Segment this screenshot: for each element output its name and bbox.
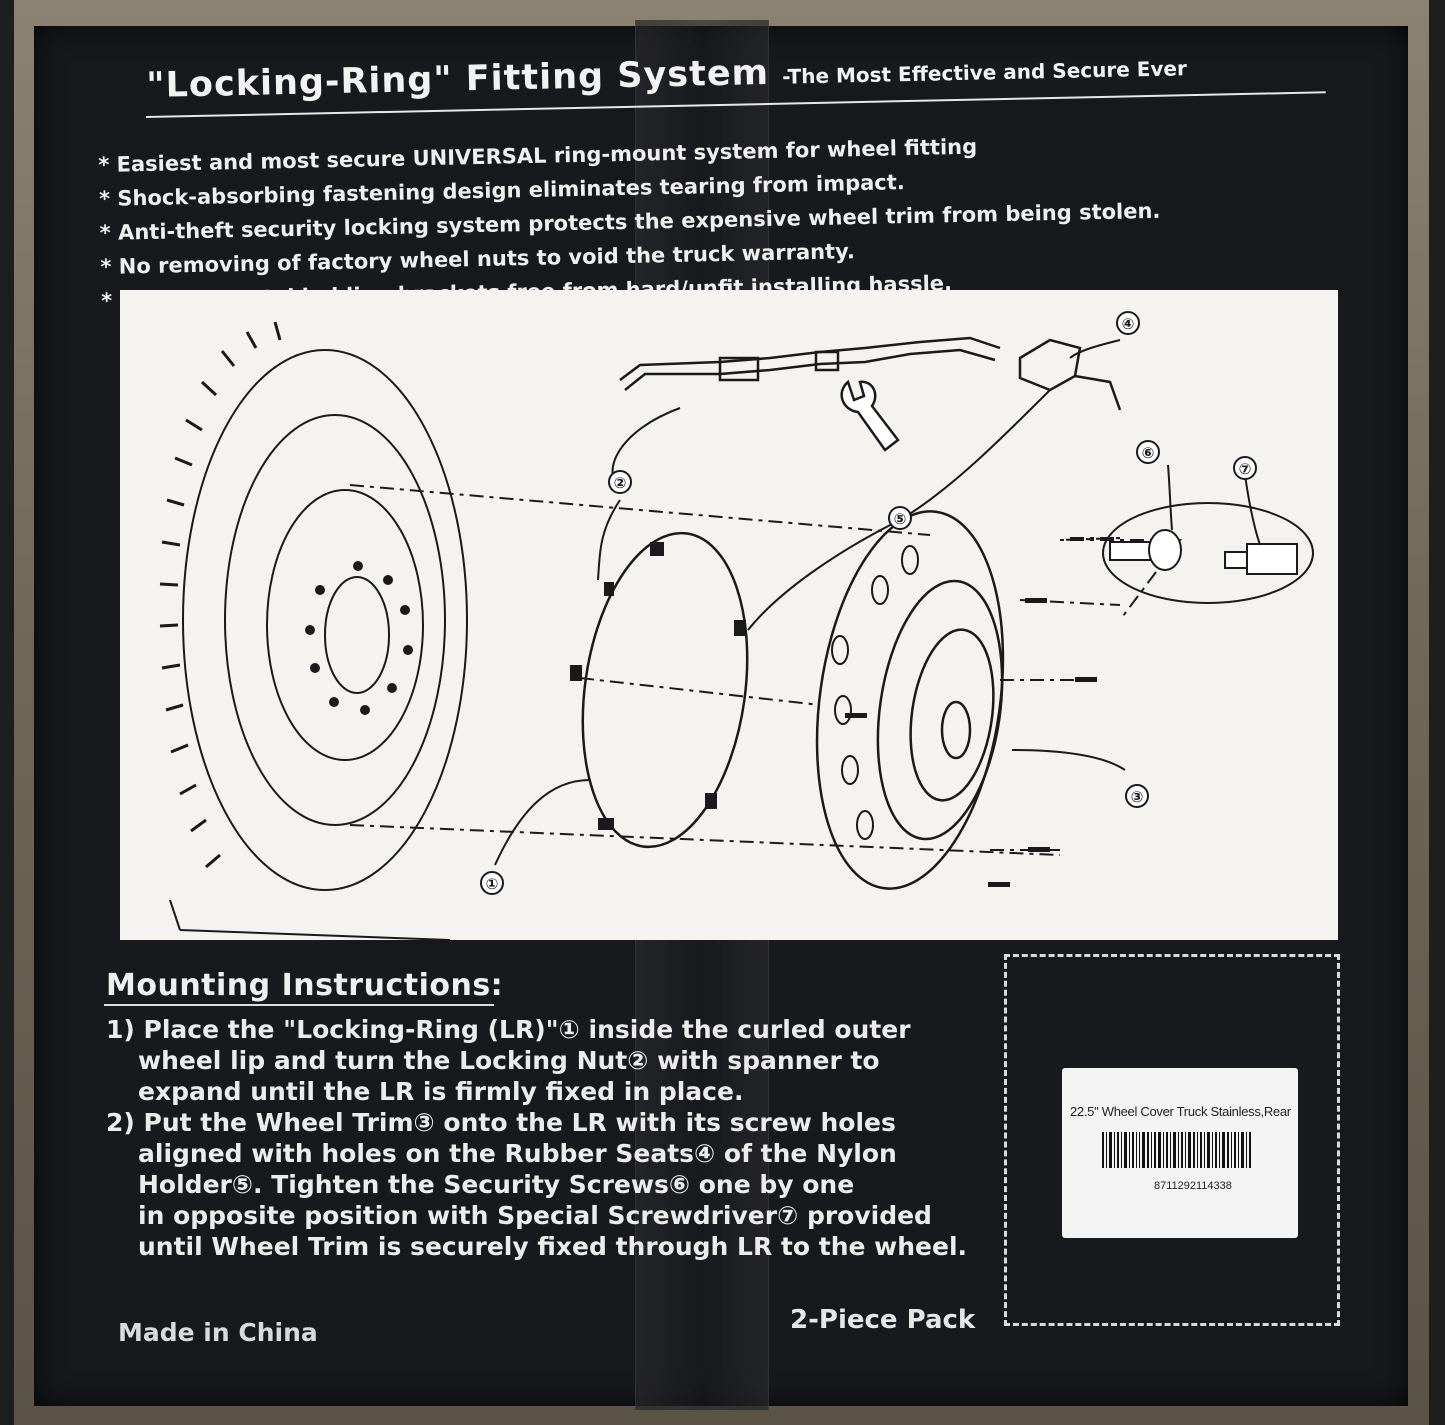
- product-label: 22.5" Wheel Cover Truck Stainless,Rear 8…: [1062, 1068, 1298, 1238]
- floor-left: [0, 0, 14, 1425]
- step-1-line: 1) Place the "Locking-Ring (LR)"① inside…: [106, 1015, 911, 1044]
- step-2-line: Holder⑤. Tighten the Security Screws⑥ on…: [138, 1170, 855, 1199]
- step-2-line: until Wheel Trim is securely fixed throu…: [138, 1232, 968, 1261]
- feature-list: Easiest and most secure UNIVERSAL ring-m…: [98, 122, 1351, 318]
- security-screw: [1109, 529, 1182, 571]
- alignment-lines: [349, 484, 1182, 856]
- screw-detail-oval: [1102, 502, 1314, 604]
- assembly-illustration: ① ② ③ ④ ⑤ ⑥ ⑦: [159, 311, 1314, 940]
- step-2-line: aligned with holes on the Rubber Seats④ …: [138, 1139, 897, 1168]
- step-1-line: wheel lip and turn the Locking Nut② with…: [138, 1046, 880, 1075]
- assembly-diagram: ① ② ③ ④ ⑤ ⑥ ⑦: [120, 290, 1338, 940]
- callout-label-5: ⑤: [894, 510, 907, 528]
- label-area-dashed-box: [1004, 954, 1340, 1326]
- callout-label-1: ①: [486, 875, 499, 893]
- pack-count-text: 2-Piece Pack: [790, 1305, 976, 1335]
- ring-clips: [570, 542, 746, 830]
- locking-nut-assembly: [619, 336, 1122, 411]
- step-1-line: expand until the LR is firmly fixed in p…: [138, 1077, 744, 1106]
- lug-nuts: [305, 561, 413, 715]
- trim-holes: [831, 545, 919, 840]
- screws: [845, 598, 1097, 887]
- product-label-title: 22.5" Wheel Cover Truck Stainless,Rear: [1070, 1104, 1291, 1119]
- callout-label-2: ②: [614, 474, 627, 492]
- step-2-line: in opposite position with Special Screwd…: [138, 1201, 932, 1230]
- callout-arrows: [494, 339, 1261, 866]
- callout-label-4: ④: [1122, 315, 1135, 333]
- headline-subtitle: -The Most Effective and Secure Ever: [781, 56, 1188, 89]
- wheel-hub-ring: [266, 489, 424, 761]
- spanner: [840, 379, 900, 452]
- mounting-title: Mounting Instructions:: [106, 968, 504, 1003]
- barcode-icon: [1102, 1132, 1251, 1168]
- tire-ground-line: [169, 899, 451, 940]
- callout-label-6: ⑥: [1142, 444, 1155, 462]
- tire-tread: [159, 321, 282, 869]
- tire-rim: [224, 414, 446, 826]
- wheel-trim: [815, 510, 1005, 890]
- mounting-title-underline: [104, 1004, 494, 1006]
- tire-outer: [182, 349, 468, 891]
- step-2-line: 2) Put the Wheel Trim③ onto the LR with …: [106, 1108, 896, 1137]
- wheel-center-bore: [324, 576, 390, 694]
- locking-ring: [581, 531, 749, 849]
- callout-label-7: ⑦: [1239, 460, 1252, 478]
- callout-markers: [480, 311, 1257, 895]
- barcode-number: 8711292114338: [1154, 1180, 1232, 1192]
- origin-text: Made in China: [118, 1318, 318, 1347]
- floor-right: [1429, 0, 1445, 1425]
- mounting-instructions: 1) Place the "Locking-Ring (LR)"① inside…: [106, 1014, 1006, 1262]
- screwdriver-tip: [1224, 543, 1298, 575]
- callout-label-3: ③: [1131, 788, 1144, 806]
